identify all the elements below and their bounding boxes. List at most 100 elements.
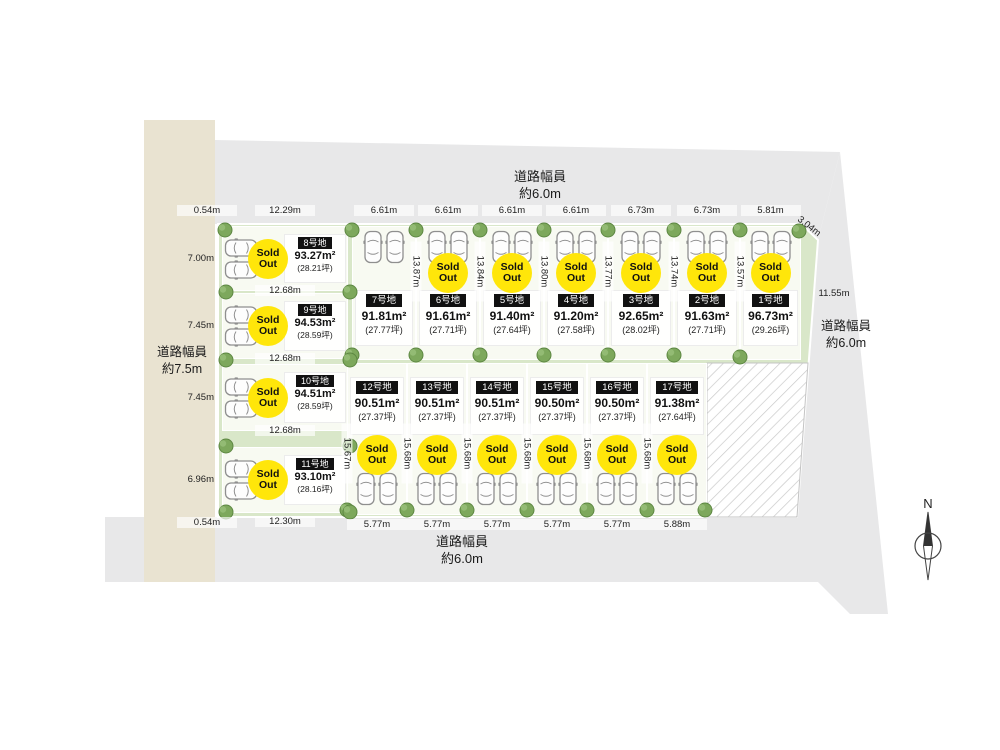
- dimension-label: 6.61m: [482, 205, 542, 216]
- lot-area: 91.20m²: [553, 309, 599, 323]
- left-road-sidewalk: [144, 120, 215, 582]
- dimension-label: 6.61m: [418, 205, 478, 216]
- car-icon: [385, 230, 405, 264]
- dimension-label: 6.73m: [611, 205, 671, 216]
- car-icon: [656, 472, 676, 506]
- road-width-value: 約6.0m: [441, 551, 483, 566]
- lot-area: 90.51m²: [354, 396, 400, 410]
- lot-number-label: 5号地: [493, 294, 531, 307]
- sold-out-text: Sold: [564, 261, 588, 273]
- sold-out-text: Sold: [665, 443, 689, 455]
- car-icon: [416, 472, 436, 506]
- lot-tsubo: (27.58坪): [557, 325, 595, 335]
- lot-tsubo: (28.02坪): [622, 325, 660, 335]
- dimension-label: 7.45m: [187, 320, 214, 331]
- dimension-label: 15.68m: [581, 423, 593, 484]
- dimension-label: 13.77m: [602, 241, 614, 302]
- car-icon: [363, 230, 383, 264]
- lot-tsubo: (27.71坪): [429, 325, 467, 335]
- road-width-text: 道路幅員: [156, 345, 207, 359]
- road-width-value: 約6.0m: [825, 336, 867, 350]
- lot-tsubo: (27.37坪): [358, 412, 396, 422]
- dimension-label: 5.77m: [407, 519, 467, 530]
- dimension-label: 15.68m: [401, 423, 413, 484]
- car-icon: [498, 472, 518, 506]
- lot-number-label: 16号地: [596, 381, 638, 394]
- road-width-value: 約6.0m: [519, 186, 561, 201]
- car-icon: [618, 472, 638, 506]
- dimension-label: 12.30m: [255, 516, 315, 527]
- dimension-label: 13.80m: [538, 241, 550, 302]
- car-icon: [596, 472, 616, 506]
- lot-number-label: 3号地: [622, 294, 660, 307]
- lot-tsubo: (27.37坪): [598, 412, 636, 422]
- lot-area: 94.51m²: [294, 388, 336, 400]
- sold-out-text: Sold: [695, 261, 719, 273]
- lot-number-label: 11号地: [296, 458, 334, 470]
- dimension-label: 12.29m: [255, 205, 315, 216]
- lot-area: 90.51m²: [474, 396, 520, 410]
- sold-out-text: Sold: [436, 261, 460, 273]
- lot-number-label: 1号地: [752, 294, 789, 307]
- dimension-label: 12.68m: [255, 285, 315, 296]
- lot-area: 90.50m²: [594, 396, 640, 410]
- lot-tsubo: (27.37坪): [478, 412, 516, 422]
- sold-out-text: Out: [487, 454, 507, 466]
- lot-area: 91.40m²: [489, 309, 535, 323]
- sold-out-text: Out: [427, 454, 447, 466]
- dimension-label: 13.74m: [668, 241, 680, 302]
- dimension-label: 15.68m: [461, 423, 473, 484]
- dimension-label: 0.54m: [177, 205, 237, 216]
- dimension-label: 13.57m: [734, 241, 746, 302]
- dimension-label: 13.84m: [474, 241, 486, 302]
- dimension-label: 6.61m: [354, 205, 414, 216]
- lot-area: 93.10m²: [294, 471, 336, 483]
- lot-tsubo: (28.59坪): [297, 330, 333, 340]
- sold-out-text: Sold: [365, 443, 389, 455]
- dimension-label: 5.77m: [347, 519, 407, 530]
- lot-number-label: 7号地: [365, 294, 403, 307]
- lot-info-card: 15号地 90.50m² (27.37坪): [530, 377, 584, 435]
- lot-tsubo: (29.26坪): [751, 325, 790, 335]
- lot-tsubo: (27.37坪): [538, 412, 576, 422]
- dimension-label: 0.54m: [177, 517, 237, 528]
- lot-number-label: 6号地: [429, 294, 467, 307]
- lot-number-label: 13号地: [416, 381, 458, 394]
- lot-number-label: 12号地: [356, 381, 398, 394]
- sold-out-text: Sold: [256, 246, 280, 259]
- car-icon: [356, 472, 376, 506]
- sold-out-text: Sold: [256, 314, 280, 326]
- dimension-label: 11.55m: [818, 288, 850, 299]
- lot-area: 91.38m²: [654, 396, 700, 410]
- lot-tsubo: (27.37坪): [418, 412, 456, 422]
- sold-out-text: Out: [697, 272, 717, 284]
- lot-tsubo: (28.16坪): [297, 484, 333, 494]
- dimension-label: 5.77m: [467, 519, 527, 530]
- sold-out-text: Sold: [605, 443, 629, 455]
- lot-number-label: 15号地: [536, 381, 578, 394]
- lot-area: 90.50m²: [534, 396, 580, 410]
- sold-out-text: Out: [258, 479, 278, 491]
- car-icon: [476, 472, 496, 506]
- sold-out-text: Out: [607, 454, 627, 466]
